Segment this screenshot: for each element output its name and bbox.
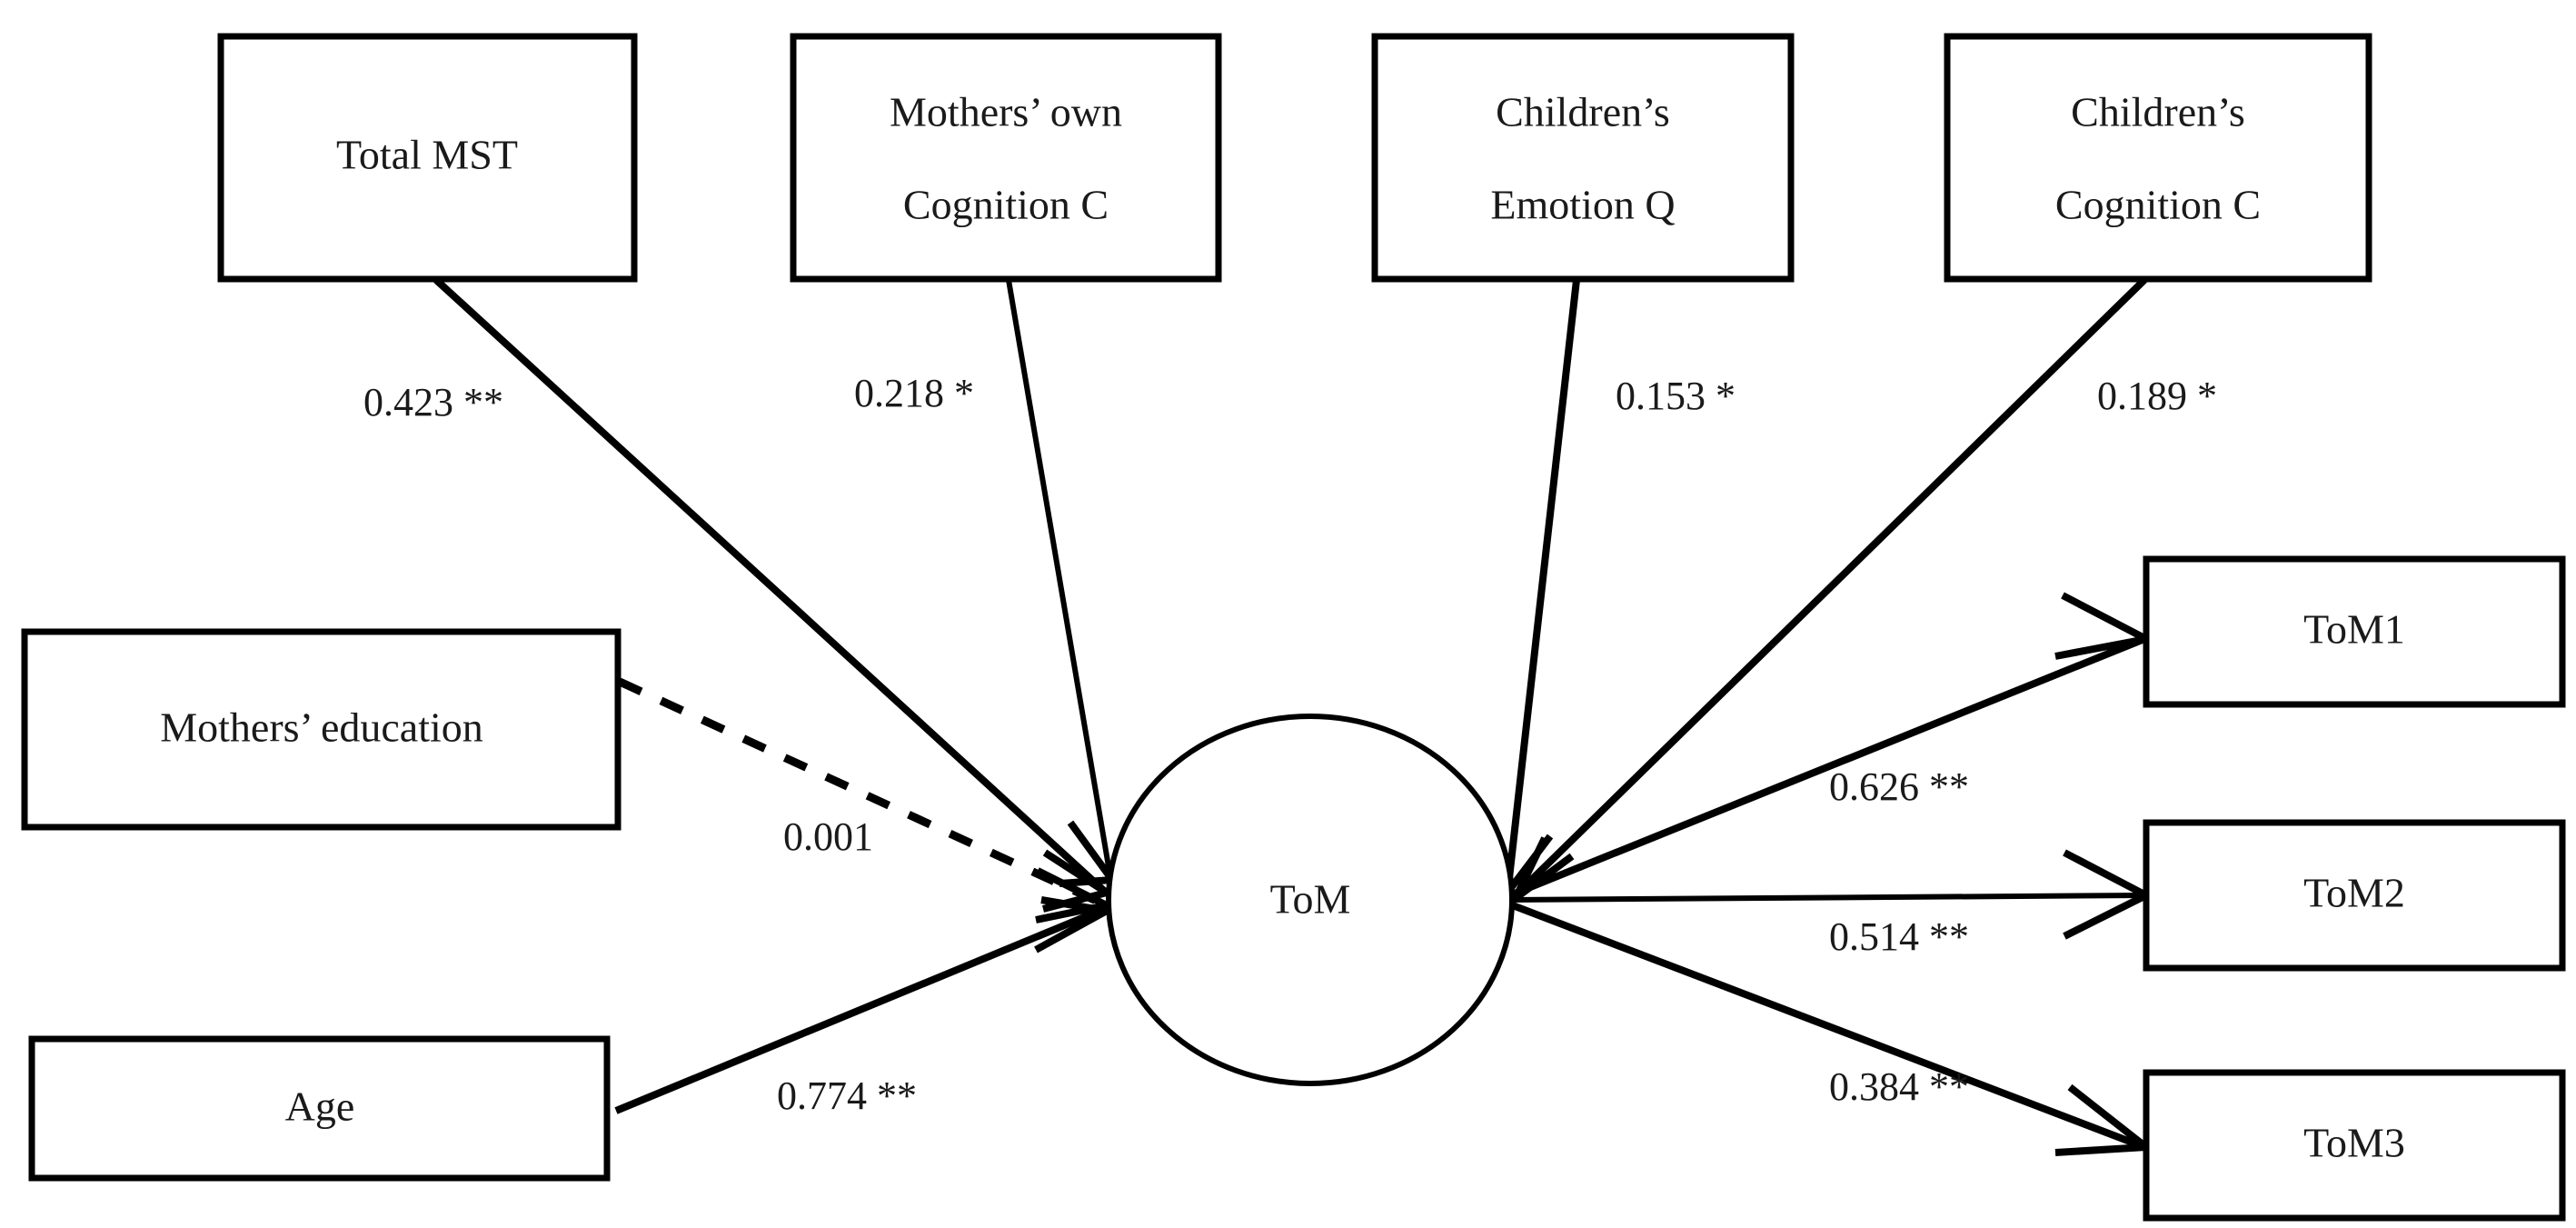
node-mothers-education-label: Mothers’ education	[160, 704, 483, 751]
node-mothers-education[interactable]: Mothers’ education	[21, 628, 622, 831]
node-tom-latent-label: ToM	[1270, 876, 1351, 923]
node-childrens-emotion-line2: Emotion Q	[1490, 182, 1675, 228]
edge-age-to-tom	[614, 905, 1106, 1114]
node-tom1-label: ToM1	[2303, 606, 2405, 653]
edge-childrens-emotion-to-tom	[1505, 279, 1580, 887]
node-total-mst-label: Total MST	[336, 132, 518, 178]
edge-mothers-cognition-to-tom	[1006, 279, 1113, 878]
node-tom2-label: ToM2	[2303, 870, 2405, 916]
node-childrens-cognition-line2: Cognition C	[2055, 182, 2261, 228]
edge-childrens-cognition-to-tom	[1513, 277, 2147, 898]
edge-mothers-education-to-tom	[618, 677, 1106, 909]
coef-label-childrens-cognition-to-tom: 0.189 *	[2097, 374, 2217, 418]
node-tom-latent[interactable]: ToM	[1106, 714, 1515, 1086]
coef-label-mothers-education-to-tom: 0.001	[783, 814, 873, 859]
node-mothers-own-cognition[interactable]: Mothers’ own Cognition C	[790, 33, 1222, 283]
coef-label-tom-to-tom3: 0.384 **	[1829, 1064, 1969, 1109]
node-mothers-own-cognition-line2: Cognition C	[903, 182, 1109, 228]
coef-label-mothers-cognition-to-tom: 0.218 *	[854, 371, 974, 415]
edge-tom-to-tom3	[1508, 901, 2146, 1151]
coef-label-age-to-tom: 0.774 **	[777, 1073, 917, 1118]
node-childrens-emotion-line1: Children’s	[1496, 89, 1670, 135]
node-total-mst[interactable]: Total MST	[217, 33, 638, 283]
node-tom3[interactable]: ToM3	[2143, 1069, 2566, 1222]
coef-label-total-mst-to-tom: 0.423 **	[363, 380, 503, 424]
edge-total-mst-to-tom	[433, 277, 1107, 894]
node-tom1[interactable]: ToM1	[2143, 555, 2566, 708]
node-childrens-cognition[interactable]: Children’s Cognition C	[1944, 33, 2372, 283]
node-childrens-emotion[interactable]: Children’s Emotion Q	[1371, 33, 1795, 283]
node-mothers-own-cognition-line1: Mothers’ own	[890, 89, 1122, 135]
coef-label-childrens-emotion-to-tom: 0.153 *	[1616, 374, 1736, 418]
node-tom2[interactable]: ToM2	[2143, 819, 2566, 972]
node-tom3-label: ToM3	[2303, 1120, 2405, 1166]
coef-label-tom-to-tom1: 0.626 **	[1829, 764, 1969, 809]
coef-label-tom-to-tom2: 0.514 **	[1829, 914, 1969, 959]
edge-tom-to-tom2	[1509, 893, 2145, 903]
node-age[interactable]: Age	[28, 1035, 611, 1182]
node-childrens-cognition-line1: Children’s	[2071, 89, 2245, 135]
edge-tom-to-tom1	[1508, 635, 2146, 899]
node-age-label: Age	[285, 1083, 355, 1130]
